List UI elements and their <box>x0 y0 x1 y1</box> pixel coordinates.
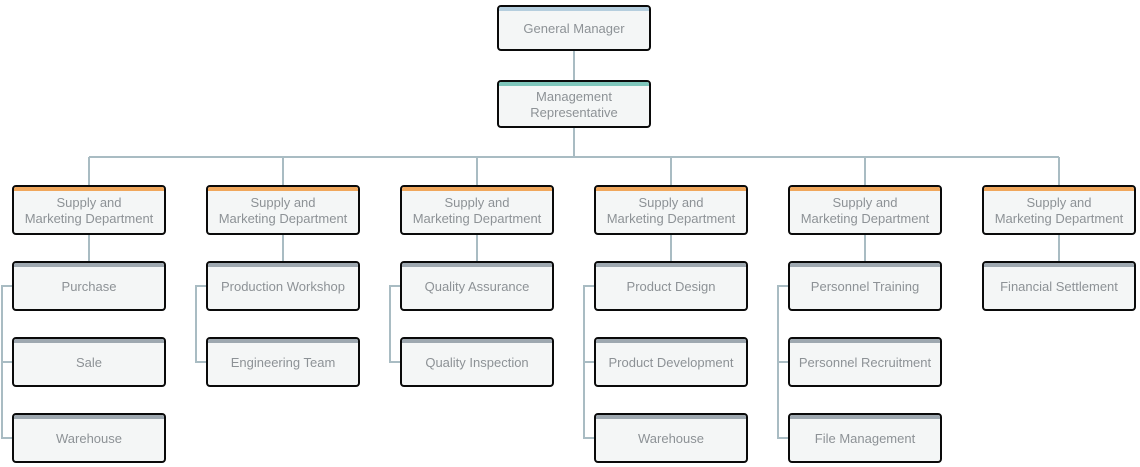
node-management-representative[interactable]: Management Representative <box>497 80 651 128</box>
node-engineering-team[interactable]: Engineering Team <box>206 337 360 387</box>
node-department-5[interactable]: Supply and Marketing Department <box>788 185 942 235</box>
node-label: Warehouse <box>638 431 704 446</box>
accent-bar <box>14 263 164 267</box>
node-file-management[interactable]: File Management <box>788 413 942 463</box>
node-label: Supply and Marketing Department <box>24 195 154 226</box>
connector-col2-left-rail <box>195 285 206 363</box>
node-personnel-training[interactable]: Personnel Training <box>788 261 942 311</box>
accent-bar <box>499 7 649 11</box>
connector-col1-left-rail <box>1 285 12 439</box>
accent-bar <box>790 187 940 191</box>
connector-col3-left-rail <box>389 285 400 363</box>
node-label: Supply and Marketing Department <box>606 195 736 226</box>
node-label: Product Design <box>626 279 716 294</box>
node-product-design[interactable]: Product Design <box>594 261 748 311</box>
node-sale[interactable]: Sale <box>12 337 166 387</box>
accent-bar <box>402 339 552 343</box>
accent-bar <box>790 415 940 419</box>
node-label: File Management <box>814 431 916 446</box>
node-department-1[interactable]: Supply and Marketing Department <box>12 185 166 235</box>
node-label: Supply and Marketing Department <box>800 195 930 226</box>
connector-col5-left-rail <box>777 285 788 439</box>
accent-bar <box>984 187 1134 191</box>
node-label: Production Workshop <box>220 279 346 294</box>
node-purchase[interactable]: Purchase <box>12 261 166 311</box>
node-financial-settlement[interactable]: Financial Settlement <box>982 261 1136 311</box>
accent-bar <box>14 339 164 343</box>
node-label: Sale <box>75 355 103 370</box>
accent-bar <box>14 187 164 191</box>
node-label: Product Development <box>608 355 734 370</box>
accent-bar <box>596 415 746 419</box>
node-production-workshop[interactable]: Production Workshop <box>206 261 360 311</box>
node-product-development[interactable]: Product Development <box>594 337 748 387</box>
node-label: Management Representative <box>530 89 618 120</box>
node-general-manager[interactable]: General Manager <box>497 5 651 51</box>
node-label: Financial Settlement <box>1000 279 1118 294</box>
node-label: Personnel Training <box>810 279 920 294</box>
node-department-2[interactable]: Supply and Marketing Department <box>206 185 360 235</box>
node-department-4[interactable]: Supply and Marketing Department <box>594 185 748 235</box>
node-label: Warehouse <box>56 431 122 446</box>
accent-bar <box>790 263 940 267</box>
node-label: Supply and Marketing Department <box>218 195 348 226</box>
node-quality-inspection[interactable]: Quality Inspection <box>400 337 554 387</box>
connector-col4-left-rail <box>583 285 594 439</box>
node-label: Supply and Marketing Department <box>994 195 1124 226</box>
node-warehouse-1[interactable]: Warehouse <box>12 413 166 463</box>
node-label: Quality Assurance <box>424 279 530 294</box>
accent-bar <box>596 339 746 343</box>
connector-rail-to-departments <box>88 157 1060 185</box>
node-label: Engineering Team <box>230 355 336 370</box>
connector-department-to-first-child <box>88 235 1060 261</box>
accent-bar <box>499 82 649 86</box>
node-label: General Manager <box>523 21 625 36</box>
node-quality-assurance[interactable]: Quality Assurance <box>400 261 554 311</box>
accent-bar <box>208 187 358 191</box>
accent-bar <box>984 263 1134 267</box>
accent-bar <box>402 263 552 267</box>
accent-bar <box>14 415 164 419</box>
node-label: Personnel Recruitment <box>798 355 932 370</box>
node-label: Purchase <box>61 279 117 294</box>
node-label: Quality Inspection <box>425 355 529 370</box>
accent-bar <box>208 263 358 267</box>
accent-bar <box>596 263 746 267</box>
node-personnel-recruitment[interactable]: Personnel Recruitment <box>788 337 942 387</box>
accent-bar <box>596 187 746 191</box>
accent-bar <box>402 187 552 191</box>
node-label: Supply and Marketing Department <box>412 195 542 226</box>
accent-bar <box>208 339 358 343</box>
node-department-3[interactable]: Supply and Marketing Department <box>400 185 554 235</box>
accent-bar <box>790 339 940 343</box>
node-department-6[interactable]: Supply and Marketing Department <box>982 185 1136 235</box>
node-warehouse-2[interactable]: Warehouse <box>594 413 748 463</box>
